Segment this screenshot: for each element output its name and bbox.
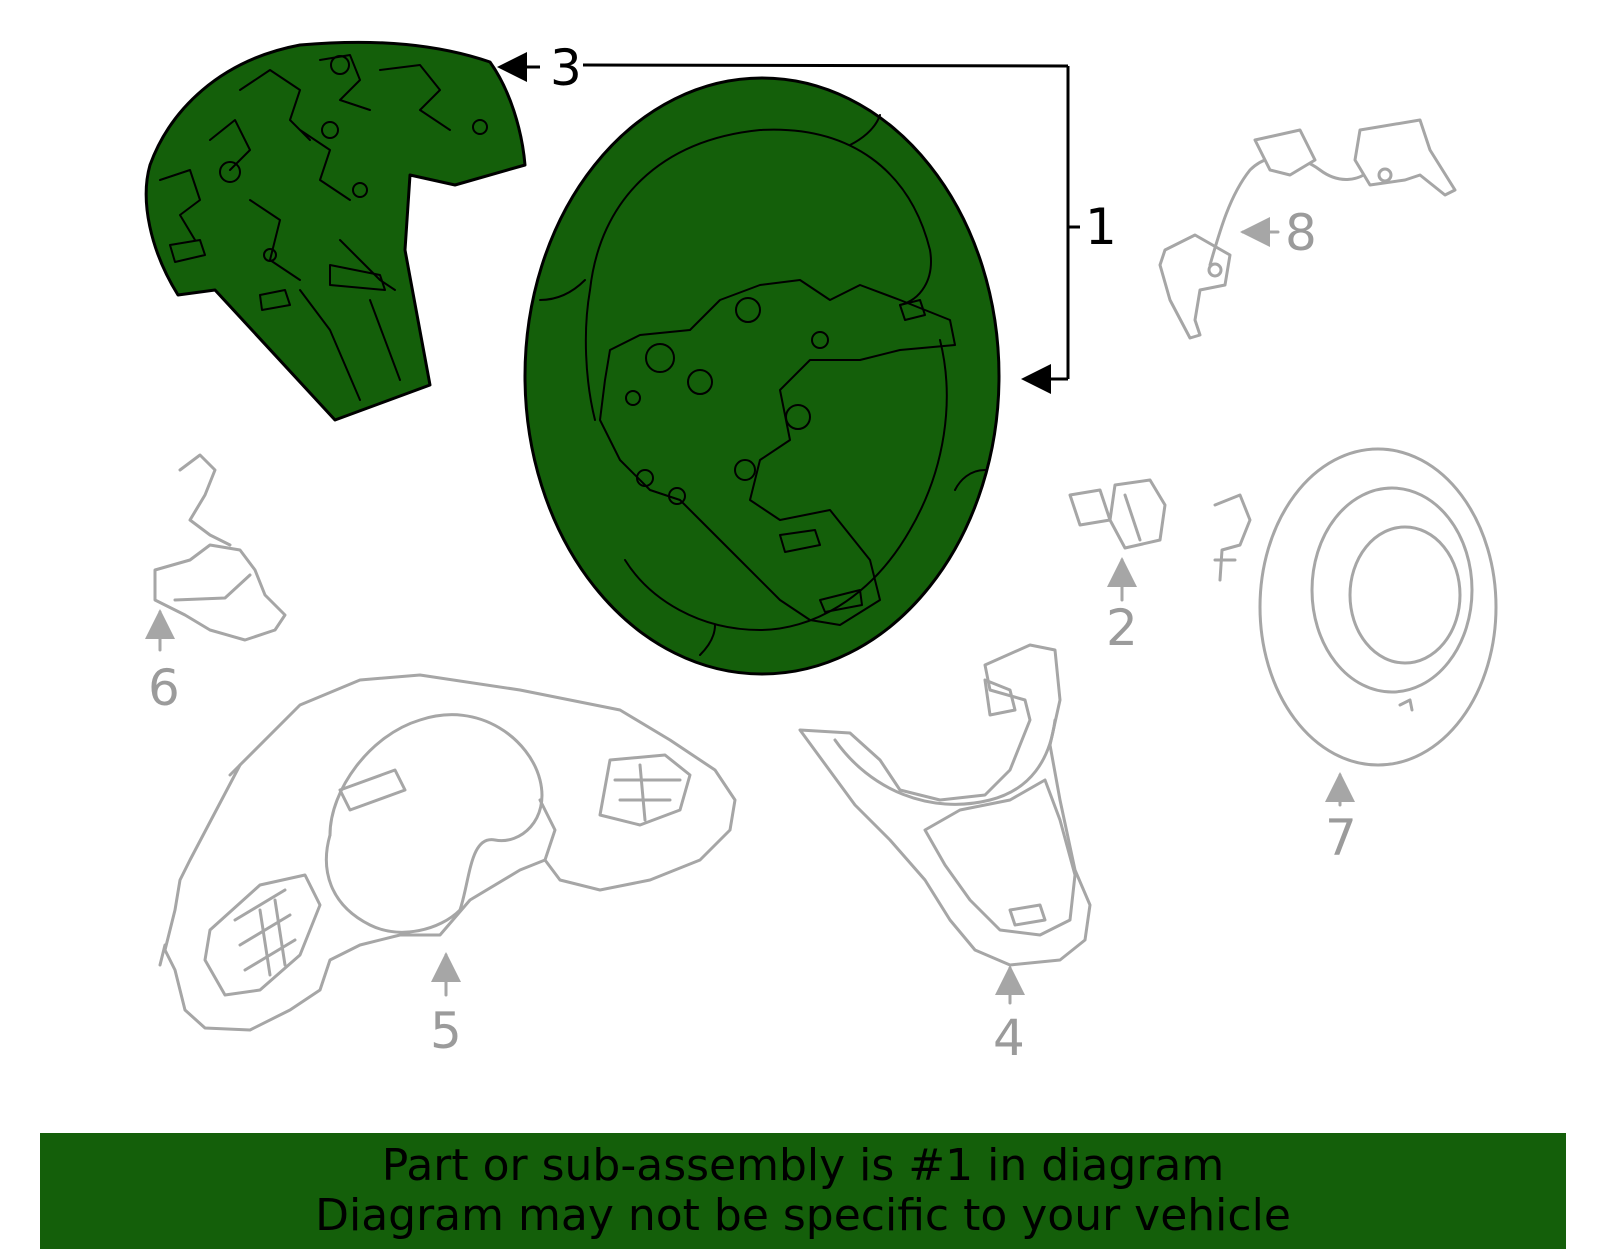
info-banner: Part or sub-assembly is #1 in diagram Di… — [40, 1133, 1566, 1249]
callout-2: 2 — [1106, 599, 1138, 657]
callout-1: 1 — [1085, 198, 1117, 256]
callout-4: 4 — [993, 1009, 1025, 1067]
part-7-airbag — [1213, 447, 1498, 767]
callout-8: 8 — [1285, 204, 1317, 262]
leader-1-3 — [497, 52, 1080, 394]
callout-3: 3 — [550, 39, 582, 97]
part-5-switch-bezel — [158, 673, 737, 1032]
part-2-bolt — [1068, 478, 1167, 550]
part-3-column-cover[interactable] — [144, 40, 527, 422]
callout-7: 7 — [1325, 809, 1357, 867]
banner-line-2: Diagram may not be specific to your vehi… — [315, 1190, 1291, 1241]
callout-5: 5 — [430, 1002, 462, 1060]
part-4-lower-cover — [798, 643, 1092, 967]
part-1-steering-wheel[interactable] — [523, 76, 1001, 676]
part-6-harness — [153, 453, 287, 642]
part-8-paddle-harness — [1158, 118, 1457, 340]
banner-line-1: Part or sub-assembly is #1 in diagram — [381, 1140, 1225, 1191]
callout-6: 6 — [148, 659, 180, 717]
